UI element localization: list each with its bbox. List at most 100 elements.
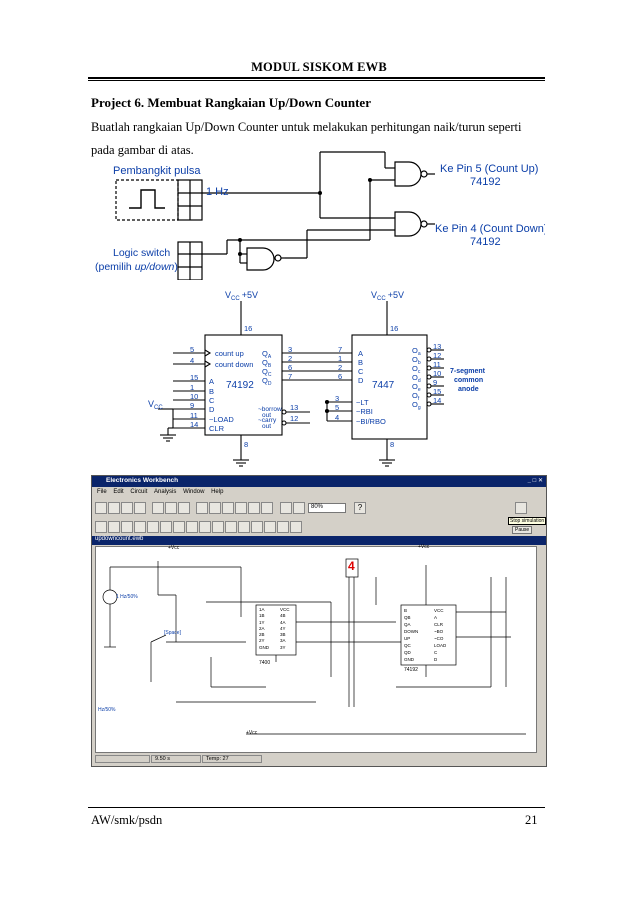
page-number: 21 [525, 813, 538, 827]
zoom-in-icon[interactable] [293, 502, 305, 514]
menu-edit[interactable]: Edit [113, 489, 124, 495]
ic1-pin8: 8 [244, 440, 248, 449]
ic2-output-label: Oe [412, 382, 421, 393]
print-icon[interactable] [134, 502, 146, 514]
save-icon[interactable] [121, 502, 133, 514]
carry-out-label: out [262, 423, 271, 430]
parts-logic-gates-icon[interactable] [199, 521, 211, 533]
parts-instruments-icon[interactable] [264, 521, 276, 533]
new-icon[interactable] [95, 502, 107, 514]
borrow-label: ~borrow [258, 406, 282, 413]
ic1-pin-number: 9 [190, 401, 194, 410]
nand-gate-down [394, 211, 422, 237]
power-switch-icon[interactable] [515, 502, 527, 514]
ic2-output-pin: 12 [433, 351, 441, 360]
paste-icon[interactable] [178, 502, 190, 514]
vcc-label-right: +Vcc [418, 544, 430, 550]
parts-basic-icon[interactable] [121, 521, 133, 533]
window-controls-icon[interactable]: _ □ ✕ [527, 478, 543, 484]
ic2-output-pin: 15 [433, 387, 441, 396]
ic2-output-label: Oc [412, 364, 421, 375]
zoom-out-icon[interactable] [280, 502, 292, 514]
ic1-pin-label: D [209, 405, 215, 414]
ic2-input-pin: 6 [338, 372, 342, 381]
help-icon[interactable]: ? [354, 502, 366, 514]
header-rule-thin [88, 80, 545, 81]
ewb-screenshot: Electronics Workbench _ □ ✕ File Edit Ci… [91, 475, 547, 767]
carry-label: ~carry [258, 417, 277, 424]
ic2-input-label: D [358, 376, 364, 385]
circuit-canvas[interactable]: +Vcc +Vcc +Vcc 1 Hz/50% [Space] Hz/50% 7… [95, 544, 537, 753]
menu-analysis[interactable]: Analysis [154, 489, 177, 495]
ic2-ctrl-label: ~BI/RBO [356, 417, 386, 426]
nand-gate-up [394, 161, 422, 187]
stop-simulation-tooltip: Stop simulation [508, 517, 546, 525]
parts-digital-ic-icon[interactable] [186, 521, 198, 533]
open-icon[interactable] [108, 502, 120, 514]
parts-m-icon[interactable] [277, 521, 289, 533]
switch-key-label: [Space] [164, 630, 181, 636]
header-title: MODUL SISKOM EWB [251, 60, 387, 74]
footer-rule [88, 807, 545, 808]
output-up-ic: 74192 [470, 176, 501, 188]
parts-mixed-ic-icon[interactable] [173, 521, 185, 533]
ic1-output-label: QB [262, 358, 272, 369]
project-title: Project 6. Membuat Rangkaian Up/Down Cou… [91, 95, 371, 110]
zoom-select[interactable]: 80% [308, 503, 346, 513]
parts-diodes-icon[interactable] [134, 521, 146, 533]
parts-controls-icon[interactable] [238, 521, 250, 533]
logic-switch-label: Logic switch [113, 247, 170, 259]
status-empty [95, 755, 150, 763]
updown-selector-diagram: Pembangkit pulsa 1 Hz Logic switch (pemi… [95, 151, 545, 280]
ic1-output-label: QA [262, 349, 272, 360]
ic2-ctrl-pin: 4 [335, 413, 339, 422]
ic1-pin-label: A [209, 377, 214, 386]
ic1-pin-label: count down [215, 360, 253, 369]
parts-misc-icon[interactable] [251, 521, 263, 533]
project-paragraph: Buatlah rangkaian Up/Down Counter untuk … [91, 120, 522, 157]
copy-icon[interactable] [165, 502, 177, 514]
pause-button[interactable]: Pause [512, 526, 533, 534]
rotate-icon[interactable] [196, 502, 208, 514]
parts-indicators-icon[interactable] [225, 521, 237, 533]
pulse-generator-box [115, 179, 179, 221]
ic1-pin-number: 10 [190, 392, 198, 401]
ic2-pin8: 8 [390, 440, 394, 449]
ic1-output-pin: 3 [288, 345, 292, 354]
ic1-pin-number: 4 [190, 356, 194, 365]
parts-transistors-icon[interactable] [147, 521, 159, 533]
flip-h-icon[interactable] [209, 502, 221, 514]
nand-gate-inverter [246, 247, 275, 271]
parts-sources-icon[interactable] [108, 521, 120, 533]
circuit-schematic [102, 558, 526, 735]
ic1-output-label: QC [262, 367, 272, 378]
parts-analog-ic-icon[interactable] [160, 521, 172, 533]
ic2-pin16: 16 [390, 324, 398, 333]
ic-74192 [204, 334, 283, 436]
seg-label-3: anode [458, 386, 479, 393]
clock-freq-label: 1 Hz/50% [116, 594, 138, 600]
menu-circuit[interactable]: Circuit [130, 489, 148, 495]
graph-icon[interactable] [248, 502, 260, 514]
document-title: updowncount.ewb [95, 536, 144, 542]
status-time: 9.50 s [151, 755, 201, 763]
ic1-output-label: QD [262, 376, 272, 387]
menu-window[interactable]: Window [183, 489, 205, 495]
component-props-icon[interactable] [261, 502, 273, 514]
flip-v-icon[interactable] [222, 502, 234, 514]
menu-help[interactable]: Help [211, 489, 224, 495]
subcircuit-icon[interactable] [235, 502, 247, 514]
parts-favorites-icon[interactable] [95, 521, 107, 533]
pulse-waveform-icon [129, 189, 165, 209]
parts-other-icon[interactable] [290, 521, 302, 533]
menu-file[interactable]: File [97, 489, 107, 495]
parts-digital-icon[interactable] [212, 521, 224, 533]
vcc-label-bottom: +Vcc [246, 730, 258, 736]
cut-icon[interactable] [152, 502, 164, 514]
ic1-output-pin: 6 [288, 363, 292, 372]
ic1-name: 74192 [226, 380, 254, 391]
